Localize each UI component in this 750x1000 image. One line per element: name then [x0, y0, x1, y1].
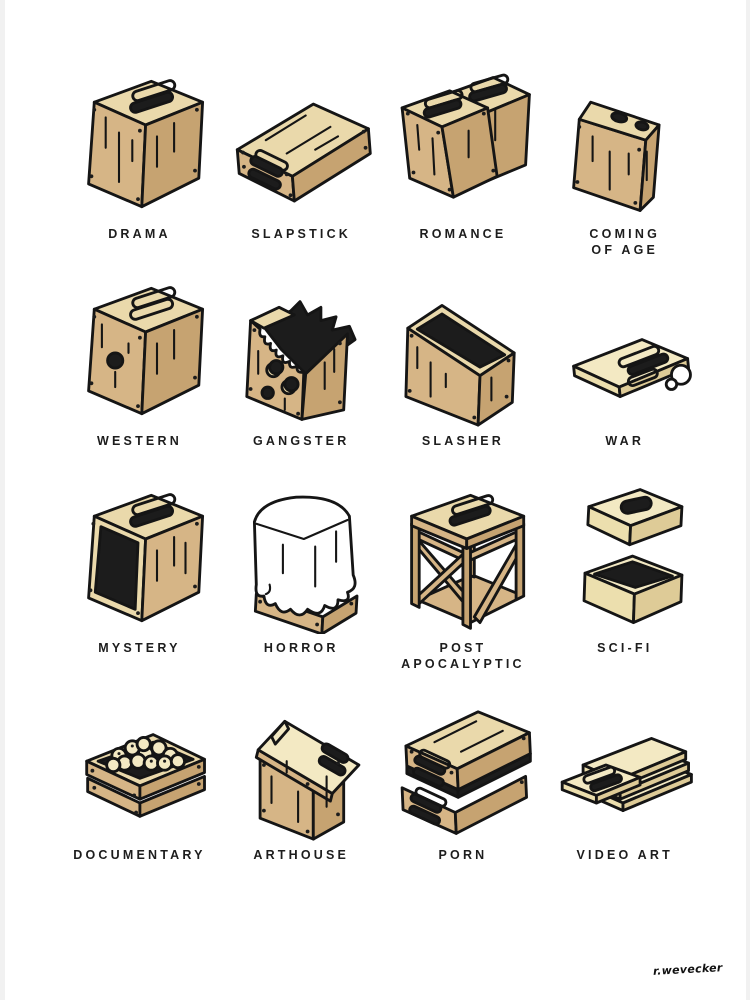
slasher-sliced-open-box-icon [385, 275, 537, 427]
slapstick-fallen-box-icon [224, 68, 376, 220]
genre-cell-gangster: GANGSTER [219, 275, 381, 482]
genre-label-documentary: DOCUMENTARY [73, 848, 206, 862]
genre-cell-war: WAR [542, 275, 704, 482]
genre-label-arthouse: ARTHOUSE [253, 848, 350, 862]
genre-label-horror: HORROR [263, 641, 339, 655]
genre-cell-porn: PORN [381, 689, 543, 896]
genre-cell-sci-fi: SCI-FI [542, 482, 704, 689]
genre-label-post-apocalyptic: POST APOCALYPTIC [401, 641, 525, 672]
genre-cell-video-art: VIDEO ART [542, 689, 704, 896]
genre-label-gangster: GANGSTER [253, 434, 350, 448]
artist-signature: r.wevecker [653, 961, 724, 978]
sci-fi-levitating-lid-box-icon [547, 482, 699, 634]
genre-cell-arthouse: ARTHOUSE [219, 689, 381, 896]
poster: DRAMA SLAPSTICK ROMANCE COMING OF AGE WE… [5, 0, 746, 1000]
porn-stacked-flat-boxes-icon [385, 689, 537, 841]
documentary-apple-crate-icon [62, 689, 214, 841]
genre-label-slapstick: SLAPSTICK [251, 227, 352, 241]
genre-grid: DRAMA SLAPSTICK ROMANCE COMING OF AGE WE… [57, 68, 704, 896]
western-bullet-hole-box-icon [62, 275, 214, 427]
romance-leaning-boxes-icon [385, 68, 537, 220]
genre-label-sci-fi: SCI-FI [597, 641, 653, 655]
genre-cell-slapstick: SLAPSTICK [219, 68, 381, 275]
genre-label-video-art: VIDEO ART [576, 848, 673, 862]
genre-cell-western: WESTERN [57, 275, 219, 482]
coming-of-age-thin-box-icon [547, 68, 699, 220]
genre-label-war: WAR [605, 434, 645, 448]
genre-label-mystery: MYSTERY [98, 641, 181, 655]
video-art-stacked-planks-icon [547, 689, 699, 841]
drama-standing-box-icon [62, 68, 214, 220]
genre-cell-romance: ROMANCE [381, 68, 543, 275]
gangster-shot-up-box-icon [224, 275, 376, 427]
genre-cell-drama: DRAMA [57, 68, 219, 275]
genre-cell-post-apocalyptic: POST APOCALYPTIC [381, 482, 543, 689]
genre-cell-slasher: SLASHER [381, 275, 543, 482]
genre-label-coming-of-age: COMING OF AGE [589, 227, 661, 258]
genre-cell-documentary: DOCUMENTARY [57, 689, 219, 896]
genre-label-slasher: SLASHER [421, 434, 505, 448]
arthouse-birdhouse-box-icon [224, 689, 376, 841]
genre-label-western: WESTERN [97, 434, 182, 448]
mystery-open-front-box-icon [62, 482, 214, 634]
genre-label-drama: DRAMA [108, 227, 171, 241]
post-apocalyptic-skeleton-frame-box-icon [385, 482, 537, 634]
war-damaged-plank-icon [547, 275, 699, 427]
genre-label-romance: ROMANCE [419, 227, 507, 241]
genre-label-porn: PORN [438, 848, 488, 862]
genre-cell-coming-of-age: COMING OF AGE [542, 68, 704, 275]
genre-cell-horror: HORROR [219, 482, 381, 689]
genre-cell-mystery: MYSTERY [57, 482, 219, 689]
horror-sheet-covered-box-icon [224, 482, 376, 634]
